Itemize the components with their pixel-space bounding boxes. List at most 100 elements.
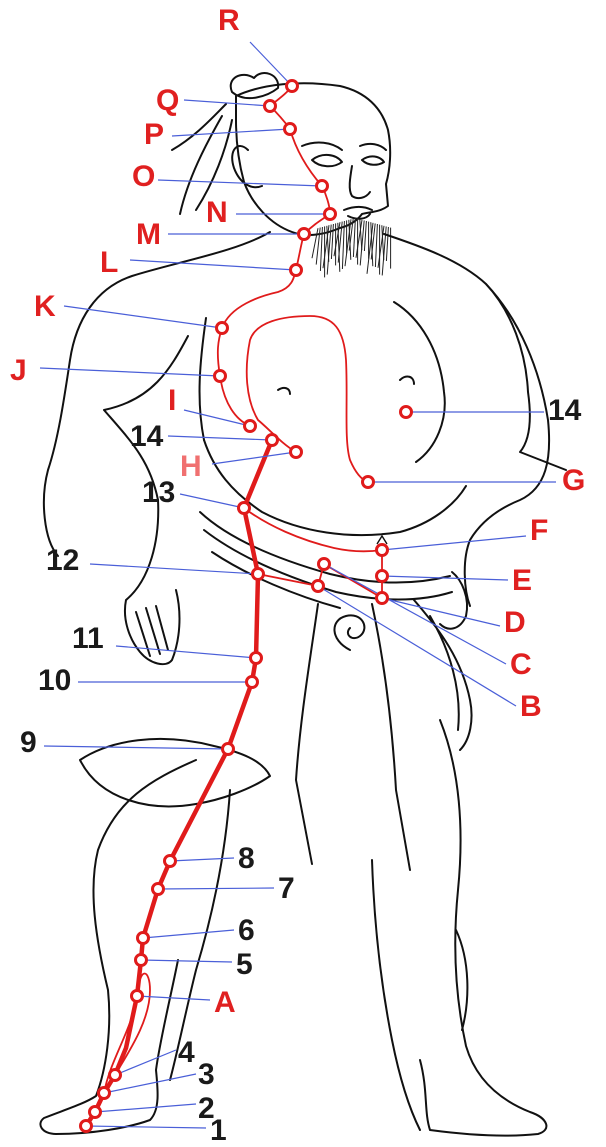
leader-line-8 (170, 858, 234, 861)
label-9: 9 (20, 726, 37, 759)
shoulder-right (384, 234, 566, 470)
arm-right-outer (465, 284, 549, 606)
point-labels: R Q P O N M L K J I 14 H 13 14 G F 12 E … (10, 4, 585, 1147)
leader-line-14-left (168, 436, 272, 440)
label-8: 8 (238, 842, 255, 875)
label-3: 3 (198, 1058, 215, 1091)
leader-line-P (172, 129, 290, 136)
label-11: 11 (72, 622, 104, 655)
acupoint-M (299, 229, 310, 240)
leader-line-Q (184, 100, 270, 106)
calf-right (456, 930, 467, 1030)
acupoint-F (377, 545, 388, 556)
eye-right (362, 156, 384, 164)
leader-line-2 (95, 1104, 196, 1112)
leader-line-6 (143, 930, 234, 938)
acupoint-8 (165, 856, 176, 867)
label-13: 13 (142, 476, 175, 509)
eye-left (312, 155, 342, 166)
leader-line-H (212, 452, 296, 464)
acupoint-3 (99, 1088, 110, 1099)
label-14-right: 14 (548, 394, 582, 427)
label-R: R (218, 4, 240, 37)
label-O: O (132, 160, 155, 193)
leg-right-outer (420, 720, 546, 1136)
acupoint-11 (251, 653, 262, 664)
label-J: J (10, 354, 27, 387)
beard-strand (353, 218, 355, 257)
acupoint-12 (253, 569, 264, 580)
leader-line-I (184, 410, 250, 426)
nipple-right (400, 377, 414, 384)
acupoint-R (287, 81, 298, 92)
label-1: 1 (210, 1114, 227, 1147)
label-G: G (562, 464, 585, 497)
label-K: K (34, 290, 56, 323)
acupoint-1 (81, 1121, 92, 1132)
leader-line-13 (180, 494, 244, 508)
leader-line-K (64, 306, 222, 328)
acupoint-Q (265, 101, 276, 112)
beard (312, 218, 391, 277)
acupoint-K (217, 323, 228, 334)
label-H: H (180, 450, 202, 483)
acupoint-14-left (267, 435, 278, 446)
nose (350, 166, 370, 198)
meridian-paths (86, 86, 382, 1126)
label-12: 12 (46, 544, 79, 577)
acupoint-A (132, 991, 143, 1002)
beard-strand (364, 221, 366, 251)
leader-line-1 (86, 1126, 206, 1128)
leader-line-R (250, 42, 292, 86)
acupoint-J (215, 371, 226, 382)
acupoint-E (377, 571, 388, 582)
leader-line-9 (44, 746, 228, 749)
acupoint-N (325, 209, 336, 220)
chest-right (394, 302, 445, 462)
label-5: 5 (236, 948, 253, 981)
acupoint-G (363, 477, 374, 488)
acupoint-H (291, 447, 302, 458)
belly (204, 440, 466, 535)
acupoint-9 (223, 744, 234, 755)
leader-line-11 (116, 646, 256, 658)
hand-left (125, 500, 180, 664)
eyebrow-right (360, 144, 386, 150)
label-14-left: 14 (130, 420, 164, 453)
leader-line-O (158, 180, 322, 186)
acupoint-7 (153, 884, 164, 895)
ear (232, 146, 262, 187)
loincloth-front (296, 604, 410, 870)
acupoint-L (291, 265, 302, 276)
nipple-left (278, 388, 290, 394)
label-F: F (530, 514, 548, 547)
label-E: E (512, 564, 532, 597)
acupoint-C (319, 559, 330, 570)
navel-marker (377, 536, 387, 544)
leader-lines (40, 42, 556, 1128)
label-7: 7 (278, 872, 295, 905)
chest-left (200, 318, 206, 440)
hand-right (440, 572, 467, 629)
label-C: C (510, 648, 532, 681)
acupoint-10 (247, 677, 258, 688)
acupoint-5 (136, 955, 147, 966)
acupoint-2 (90, 1107, 101, 1118)
leader-line-7 (158, 888, 274, 889)
label-10: 10 (38, 664, 71, 697)
acupoint-13 (239, 503, 250, 514)
leader-line-D (382, 598, 500, 626)
beard-strand (331, 224, 333, 259)
label-4: 4 (178, 1036, 195, 1069)
label-Q: Q (156, 84, 179, 117)
label-M: M (136, 218, 161, 251)
label-B: B (520, 690, 542, 723)
acupoint-4 (110, 1070, 121, 1081)
label-A: A (214, 986, 236, 1019)
leg-right-inner (372, 860, 420, 1130)
acupoint-6 (138, 933, 149, 944)
meridian-side-channel (218, 86, 330, 428)
thigh-left-fold (80, 739, 270, 806)
